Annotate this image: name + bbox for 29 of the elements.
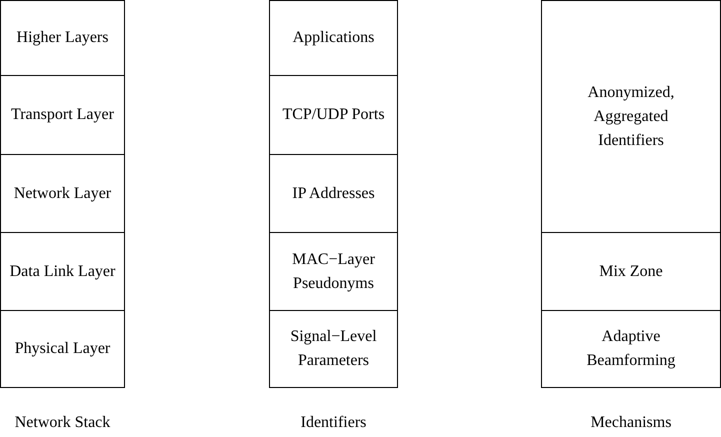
layer-box [269,310,398,388]
box-text: Transport Layer [11,105,114,125]
box-text: Signal−Level Parameters [289,327,378,371]
layer-box [269,154,398,233]
layer-box [0,232,125,311]
column-label: Identifiers [300,414,366,432]
box-text: Physical Layer [14,339,110,359]
box-text: MAC−Layer Pseudonyms [291,250,376,294]
column-label: Mechanisms [590,414,672,432]
layer-box [269,0,398,76]
box-text: Higher Layers [16,28,108,48]
layer-box [269,75,398,155]
layer-box [541,310,721,388]
layer-box [0,154,125,233]
layer-box [541,0,721,233]
layer-box [0,0,125,76]
layer-box [541,232,721,311]
box-text: IP Addresses [292,184,375,204]
box-text: Anonymized, Aggregated Identifiers [586,82,676,150]
column-label: Network Stack [14,414,110,432]
layer-box [269,232,398,311]
layer-box [0,310,125,388]
box-text: TCP/UDP Ports [282,105,385,125]
box-text: Data Link Layer [10,262,116,282]
box-text: Network Layer [14,184,112,204]
box-text: Applications [292,28,374,48]
box-text: Adaptive Beamforming [586,327,676,371]
layer-box [0,75,125,155]
box-text: Mix Zone [599,262,663,282]
